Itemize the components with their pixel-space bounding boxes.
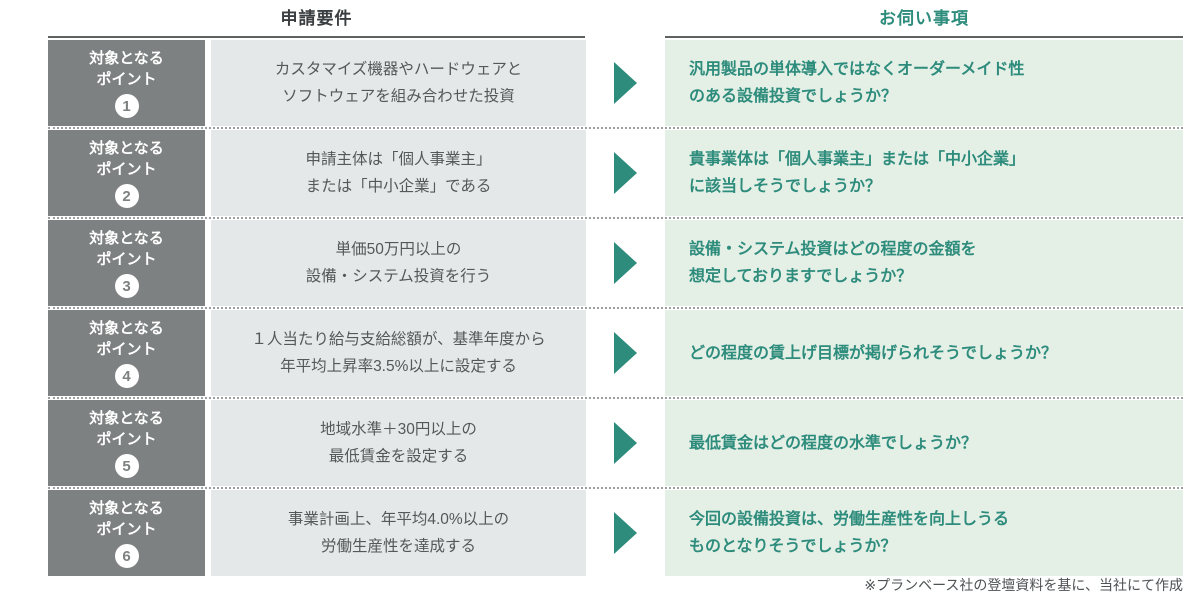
left-column-title: 申請要件 <box>48 4 585 38</box>
right-arrow-icon <box>614 62 637 104</box>
point-number-badge: 4 <box>114 364 139 388</box>
point-number-badge: 1 <box>114 94 139 118</box>
point-label-line1: 対象となる <box>89 140 164 157</box>
point-box-3: 対象となる ポイント 3 <box>48 220 205 306</box>
requirement-cell: 単価50万円以上の 設備・システム投資を行う <box>211 220 586 306</box>
right-arrow-icon <box>614 152 637 194</box>
dotted-separator <box>48 307 1183 309</box>
dotted-separator <box>48 487 1183 489</box>
right-arrow-icon <box>614 422 637 464</box>
point-box-6: 対象となる ポイント 6 <box>48 490 205 576</box>
arrow-zone <box>586 310 665 396</box>
point-number-badge: 6 <box>114 544 139 568</box>
requirement-cell: カスタマイズ機器やハードウェアと ソフトウェアを組み合わせた投資 <box>211 40 586 126</box>
point-number-badge: 3 <box>114 274 139 298</box>
point-label-line2: ポイント <box>96 431 157 448</box>
inquiry-cell: 最低賃金はどの程度の水準でしょうか？ <box>665 400 1183 486</box>
requirement-cell: 事業計画上、年平均4.0%以上の 労働生産性を達成する <box>211 490 586 576</box>
table-row: 対象となる ポイント 2 申請主体は「個人事業主」 または「中小企業」である 貴… <box>48 130 1183 216</box>
table-row: 対象となる ポイント 3 単価50万円以上の 設備・システム投資を行う 設備・シ… <box>48 220 1183 306</box>
point-label-line2: ポイント <box>96 161 157 178</box>
point-label-line1: 対象となる <box>89 320 164 337</box>
right-arrow-icon <box>614 512 637 554</box>
point-box-5: 対象となる ポイント 5 <box>48 400 205 486</box>
table-row: 対象となる ポイント 4 １人当たり給与支給総額が、基準年度から 年平均上昇率3… <box>48 310 1183 396</box>
dotted-separator <box>48 127 1183 129</box>
requirement-cell: 申請主体は「個人事業主」 または「中小企業」である <box>211 130 586 216</box>
requirement-cell: １人当たり給与支給総額が、基準年度から 年平均上昇率3.5%以上に設定する <box>211 310 586 396</box>
arrow-zone <box>586 490 665 576</box>
source-attribution-note: ※プランベース社の登壇資料を基に、当社にて作成 <box>864 577 1183 593</box>
arrow-zone <box>586 400 665 486</box>
right-arrow-icon <box>614 332 637 374</box>
point-label-line1: 対象となる <box>89 230 164 247</box>
rows-container: 対象となる ポイント 1 カスタマイズ機器やハードウェアと ソフトウェアを組み合… <box>48 40 1183 576</box>
point-box-1: 対象となる ポイント 1 <box>48 40 205 126</box>
arrow-zone <box>586 40 665 126</box>
point-label-line1: 対象となる <box>89 50 164 67</box>
point-label-line2: ポイント <box>96 251 157 268</box>
point-box-2: 対象となる ポイント 2 <box>48 130 205 216</box>
inquiry-cell: 貴事業体は「個人事業主」または「中小企業」 に該当しそうでしょうか？ <box>665 130 1183 216</box>
right-arrow-icon <box>614 242 637 284</box>
point-number-badge: 5 <box>114 454 139 478</box>
point-label-line2: ポイント <box>96 521 157 538</box>
point-label-line1: 対象となる <box>89 500 164 517</box>
requirement-cell: 地域水準＋30円以上の 最低賃金を設定する <box>211 400 586 486</box>
arrow-zone <box>586 220 665 306</box>
table-row: 対象となる ポイント 5 地域水準＋30円以上の 最低賃金を設定する 最低賃金は… <box>48 400 1183 486</box>
point-label-line2: ポイント <box>96 341 157 358</box>
point-box-4: 対象となる ポイント 4 <box>48 310 205 396</box>
point-label-line1: 対象となる <box>89 410 164 427</box>
inquiry-cell: 汎用製品の単体導入ではなくオーダーメイド性 のある設備投資でしょうか？ <box>665 40 1183 126</box>
dotted-separator <box>48 217 1183 219</box>
table-row: 対象となる ポイント 6 事業計画上、年平均4.0%以上の 労働生産性を達成する… <box>48 490 1183 576</box>
table-row: 対象となる ポイント 1 カスタマイズ機器やハードウェアと ソフトウェアを組み合… <box>48 40 1183 126</box>
inquiry-cell: 今回の設備投資は、労働生産性を向上しうる ものとなりそうでしょうか？ <box>665 490 1183 576</box>
point-number-badge: 2 <box>114 184 139 208</box>
point-label-line2: ポイント <box>96 71 157 88</box>
right-column-title: お伺い事項 <box>665 4 1183 38</box>
dotted-separator <box>48 397 1183 399</box>
arrow-zone <box>586 130 665 216</box>
inquiry-cell: どの程度の賃上げ目標が掲げられそうでしょうか？ <box>665 310 1183 396</box>
inquiry-cell: 設備・システム投資はどの程度の金額を 想定しておりますでしょうか？ <box>665 220 1183 306</box>
